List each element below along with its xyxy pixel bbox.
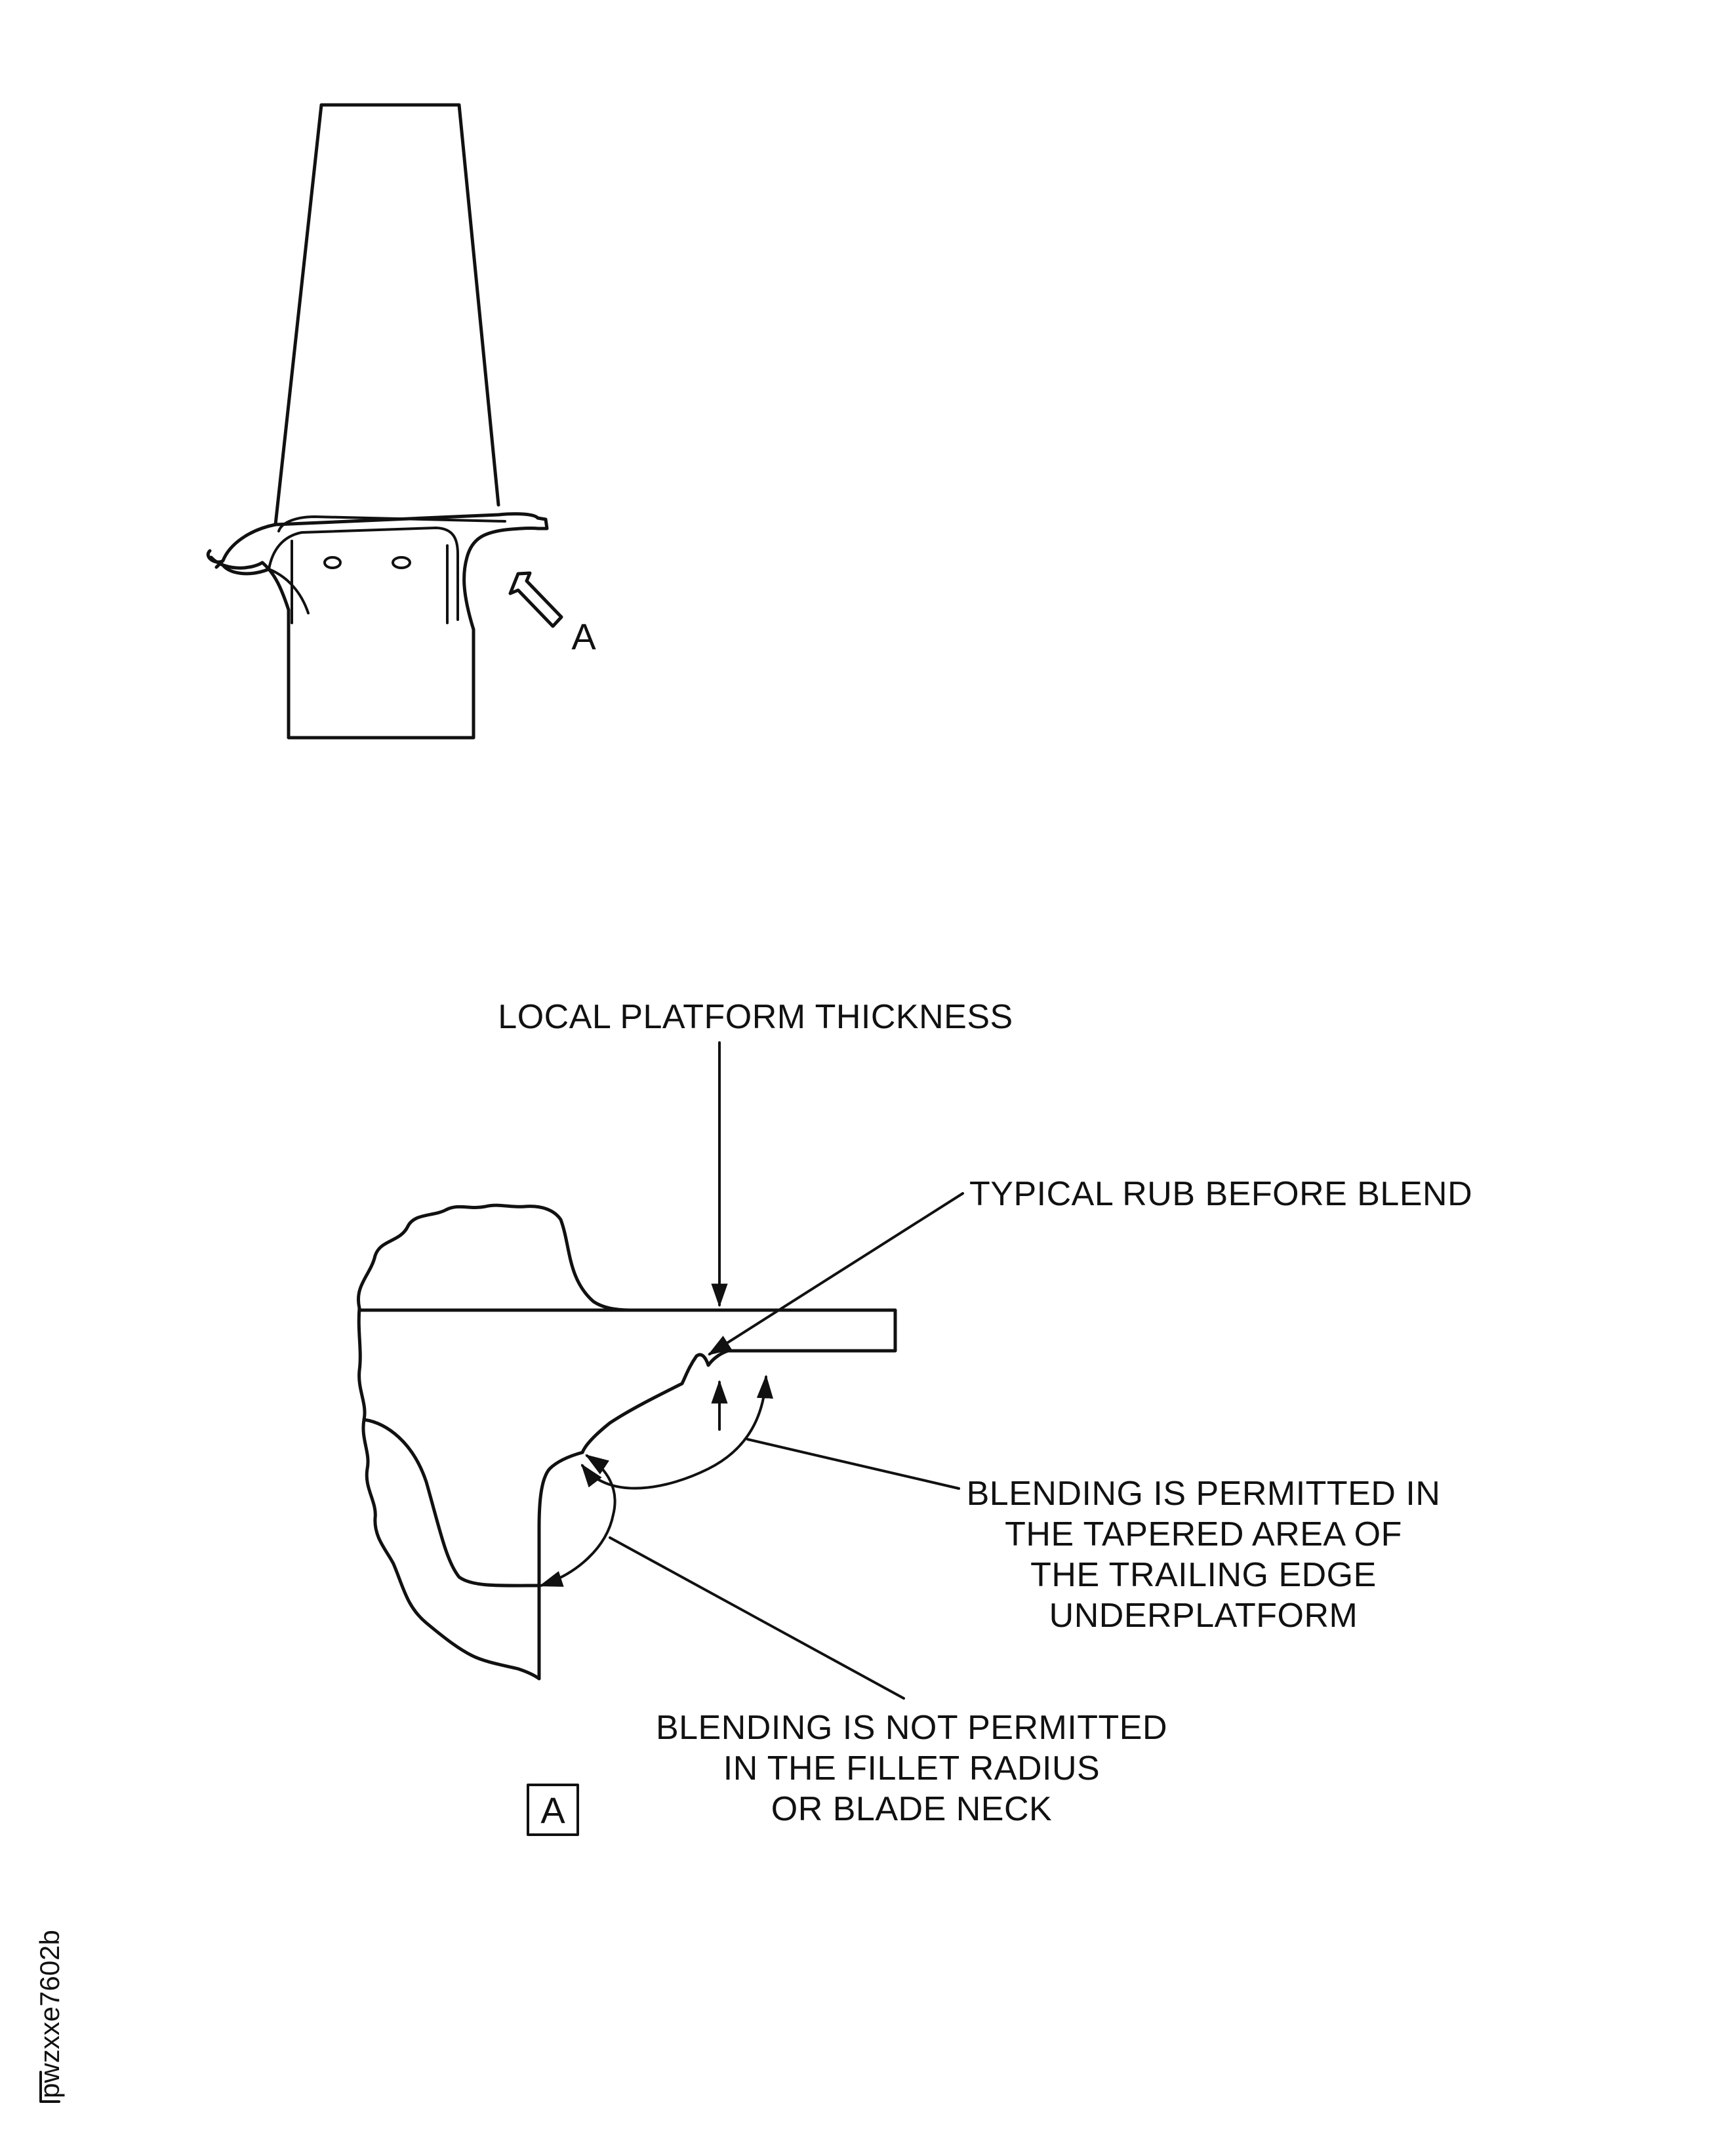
blade-platform-underside — [209, 555, 264, 570]
svg-text:pwzxxe7602b: pwzxxe7602b — [34, 1930, 65, 2098]
blade-airfoil — [273, 103, 500, 527]
label-blending-permitted: BLENDING IS PERMITTED IN THE TAPERED ARE… — [967, 1475, 1441, 1635]
view-arrow-label: A — [571, 616, 596, 657]
break-line-top — [357, 1203, 632, 1312]
platform-outer-fillet — [277, 515, 506, 532]
tapered-area-bracket — [580, 1374, 773, 1490]
leader-blending-not-permitted — [609, 1536, 905, 1700]
svg-text:THE TRAILING EDGE: THE TRAILING EDGE — [1030, 1556, 1377, 1594]
inner-cavity-contour — [362, 1418, 541, 1588]
label-blending-not-permitted: BLENDING IS NOT PERMITTED IN THE FILLET … — [656, 1709, 1167, 1828]
platform-top-surface — [357, 1308, 897, 1353]
view-box-a: A — [527, 1784, 579, 1836]
svg-text:UNDERPLATFORM: UNDERPLATFORM — [1049, 1597, 1358, 1635]
leader-typical-rub — [707, 1192, 964, 1355]
platform-inner-line — [268, 527, 459, 624]
break-line-left — [357, 1306, 541, 1681]
svg-text:OR BLADE NECK: OR BLADE NECK — [771, 1790, 1052, 1828]
cooling-slot-right — [392, 556, 411, 569]
label-typical-rub: TYPICAL RUB BEFORE BLEND — [969, 1175, 1472, 1213]
blade-shank-left-curve — [268, 568, 310, 614]
turbine-blade-overview — [207, 103, 549, 740]
cooling-slot-left — [323, 556, 342, 569]
figure-code: pwzxxe7602b — [34, 1930, 65, 2103]
svg-text:BLENDING IS NOT PERMITTED: BLENDING IS NOT PERMITTED — [656, 1709, 1167, 1747]
view-a-arrow: A — [508, 571, 596, 657]
fillet-radius-bracket — [538, 1454, 616, 1587]
svg-text:A: A — [540, 1789, 565, 1831]
label-local-platform-thickness: LOCAL PLATFORM THICKNESS — [498, 998, 1013, 1036]
blade-platform — [207, 512, 549, 631]
svg-text:BLENDING IS PERMITTED IN: BLENDING IS PERMITTED IN — [967, 1475, 1441, 1513]
svg-text:IN THE FILLET RADIUS: IN THE FILLET RADIUS — [723, 1749, 1100, 1787]
blade-shank — [260, 561, 475, 740]
detail-view-a — [357, 1203, 897, 1681]
rub-and-taper-profile — [580, 1349, 730, 1454]
fillet-radius-neck — [537, 1450, 584, 1681]
leader-blending-permitted — [746, 1438, 960, 1490]
svg-text:THE TAPERED AREA OF: THE TAPERED AREA OF — [1005, 1515, 1402, 1553]
